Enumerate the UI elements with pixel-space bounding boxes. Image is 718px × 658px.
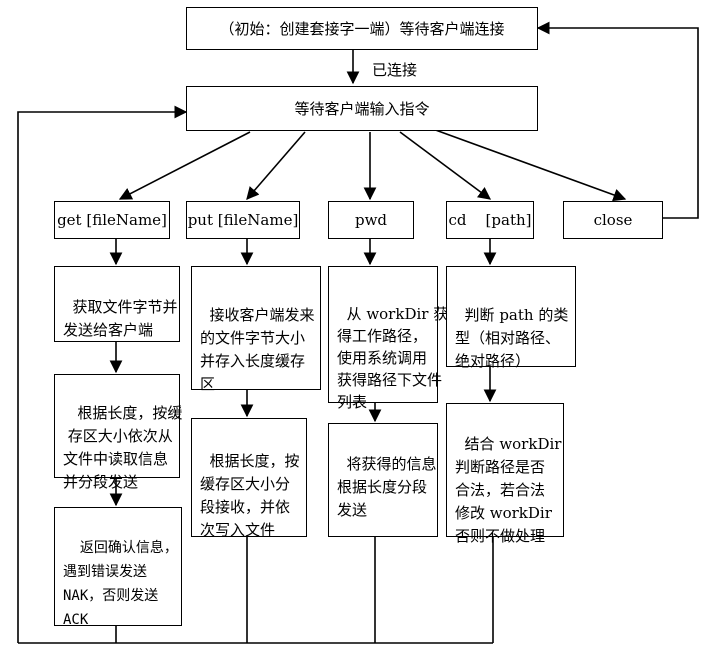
cmd-pwd-label: pwd bbox=[354, 211, 388, 229]
put-step-2-node: 根据长度，按 缓存区大小分 段接收，并依 次写入文件 bbox=[191, 418, 307, 539]
get-step-1-node: 获取文件字节并 发送给客户端 bbox=[54, 266, 180, 342]
edge-wait-to-get bbox=[118, 131, 251, 200]
cd-step-1-text: 判断 path 的类 型（相对路径、 绝对路径） bbox=[455, 306, 569, 370]
cmd-put-node: put [fileName] bbox=[186, 201, 300, 239]
connected-edge-label: 已连接 bbox=[372, 61, 418, 79]
wait-command-node: 等待客户端输入指令 bbox=[186, 86, 538, 131]
cmd-close-label: close bbox=[593, 211, 633, 229]
cd-step-2-node: 结合 workDir 判断路径是否 合法，若合法 修改 workDir 否则不做… bbox=[446, 403, 564, 545]
edge-wait-to-cd bbox=[399, 131, 492, 200]
cmd-get-node: get [fileName] bbox=[54, 201, 170, 239]
get-step-3-node: 返回确认信息， 遇到错误发送 NAK，否则发送 ACK bbox=[54, 507, 182, 628]
get-step-2-node: 根据长度，按缓 存区大小依次从 文件中读取信息 并分段发送 bbox=[54, 374, 182, 491]
start-node-label: （初始：创建套接字一端）等待客户端连接 bbox=[219, 20, 505, 38]
pwd-step-1-node: 从 workDir 获 得工作路径， 使用系统调用 获得路径下文件 列表 bbox=[328, 266, 448, 411]
start-node: （初始：创建套接字一端）等待客户端连接 bbox=[186, 7, 538, 50]
edge-wait-to-close bbox=[429, 127, 627, 202]
cmd-put-label: put [fileName] bbox=[187, 211, 299, 229]
loop-left-up bbox=[17, 105, 188, 643]
get-step-1-text: 获取文件字节并 发送给客户端 bbox=[63, 298, 178, 339]
put-step-1-text: 接收客户端发来 的文件字节大小 并存入长度缓存 区 bbox=[200, 306, 315, 393]
cd-step-2-text: 结合 workDir 判断路径是否 合法，若合法 修改 workDir 否则不做… bbox=[455, 435, 562, 545]
cmd-cd-label: cd [path] bbox=[448, 211, 532, 229]
pwd-step-2-node: 将获得的信息 根据长度分段 发送 bbox=[328, 423, 438, 537]
put-step-2-text: 根据长度，按 缓存区大小分 段接收，并依 次写入文件 bbox=[200, 452, 300, 539]
cmd-pwd-node: pwd bbox=[328, 201, 414, 239]
cmd-cd-node: cd [path] bbox=[446, 201, 534, 239]
cmd-close-node: close bbox=[563, 201, 663, 239]
get-step-2-text: 根据长度，按缓 存区大小依次从 文件中读取信息 并分段发送 bbox=[63, 404, 183, 491]
edge-wait-to-put bbox=[246, 131, 306, 200]
cmd-get-label: get [fileName] bbox=[57, 211, 167, 229]
pwd-step-2-text: 将获得的信息 根据长度分段 发送 bbox=[337, 455, 437, 519]
get-step-3-text: 返回确认信息， 遇到错误发送 NAK，否则发送 ACK bbox=[63, 540, 178, 628]
edge-close-to-start bbox=[536, 21, 699, 219]
cd-step-1-node: 判断 path 的类 型（相对路径、 绝对路径） bbox=[446, 266, 576, 370]
wait-command-label: 等待客户端输入指令 bbox=[294, 100, 430, 118]
put-step-1-node: 接收客户端发来 的文件字节大小 并存入长度缓存 区 bbox=[191, 266, 321, 393]
pwd-step-1-text: 从 workDir 获 得工作路径， 使用系统调用 获得路径下文件 列表 bbox=[337, 305, 449, 411]
